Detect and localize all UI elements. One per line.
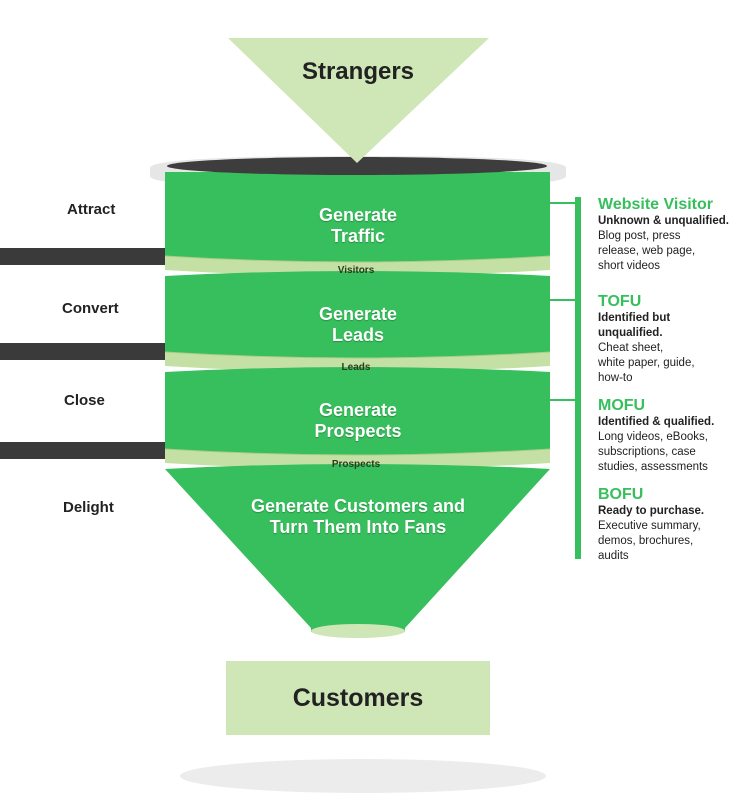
band-label-visitors: Visitors (337, 265, 375, 276)
stage-leads-line1: Generate (318, 304, 398, 324)
info-desc-line: audits (598, 550, 629, 562)
stage-4-cone (165, 464, 550, 636)
info-subheading: Identified & qualified. (598, 416, 715, 428)
info-block-website-visitor: Website Visitor Unknown & unqualified. B… (598, 195, 743, 274)
info-desc-line: short videos (598, 260, 661, 272)
left-label-delight: Delight (63, 499, 114, 516)
info-desc-line: Cheat sheet, (598, 342, 664, 354)
stage-2-body (165, 271, 550, 364)
info-heading: BOFU (598, 486, 644, 503)
funnel-spout (311, 624, 405, 638)
stage-traffic: Generate Traffic (258, 205, 458, 247)
stage-3-body (165, 367, 550, 461)
stage-1-body (165, 172, 550, 268)
info-subheading: Unknown & unqualified. (598, 215, 729, 227)
strangers-triangle (228, 38, 489, 163)
info-block-bofu: BOFU Ready to purchase. Executive summar… (598, 485, 743, 564)
info-heading: Website Visitor (598, 196, 713, 213)
band-label-prospects: Prospects (331, 459, 381, 470)
stage-prospects-line1: Generate (318, 400, 398, 420)
info-subheading: Ready to purchase. (598, 505, 705, 517)
left-label-close: Close (64, 392, 105, 409)
info-desc-line: Executive summary, (598, 520, 701, 532)
right-accent-bar (575, 197, 581, 559)
info-desc-line: how-to (598, 372, 633, 384)
stage-customers-line2: Turn Them Into Fans (269, 517, 447, 537)
left-label-convert: Convert (62, 300, 119, 317)
stage-traffic-line2: Traffic (330, 226, 386, 246)
info-desc-line: subscriptions, case (598, 446, 696, 458)
stage-prospects: Generate Prospects (258, 400, 458, 442)
info-desc-line: Blog post, press (598, 230, 681, 242)
stage-traffic-line1: Generate (318, 205, 398, 225)
funnel-opening (167, 157, 547, 175)
info-desc-line: release, web page, (598, 245, 696, 257)
info-desc-line: white paper, guide, (598, 357, 695, 369)
stage-leads-line2: Leads (331, 325, 385, 345)
info-desc-line: Long videos, eBooks, (598, 431, 708, 443)
info-heading: MOFU (598, 397, 646, 414)
left-bar-2 (0, 343, 168, 360)
info-desc-line: demos, brochures, (598, 535, 694, 547)
left-label-attract: Attract (67, 201, 116, 218)
stage-leads: Generate Leads (258, 304, 458, 346)
band-label-leads: Leads (341, 362, 371, 373)
stage-customers: Generate Customers and Turn Them Into Fa… (218, 496, 498, 538)
info-subheading: Identified but unqualified. (598, 312, 671, 339)
info-heading: TOFU (598, 293, 642, 310)
stage-customers-line1: Generate Customers and (250, 496, 466, 516)
left-bar-1 (0, 248, 168, 265)
info-block-tofu: TOFU Identified but unqualified. Cheat s… (598, 292, 708, 386)
left-bar-3 (0, 442, 168, 459)
customers-label: Customers (292, 683, 424, 712)
info-desc-line: studies, assessments (598, 461, 708, 473)
stage-prospects-line2: Prospects (314, 421, 402, 441)
floor-shadow (180, 759, 546, 793)
strangers-label: Strangers (301, 58, 415, 85)
info-block-mofu: MOFU Identified & qualified. Long videos… (598, 396, 743, 475)
customers-box: Customers (226, 661, 490, 735)
